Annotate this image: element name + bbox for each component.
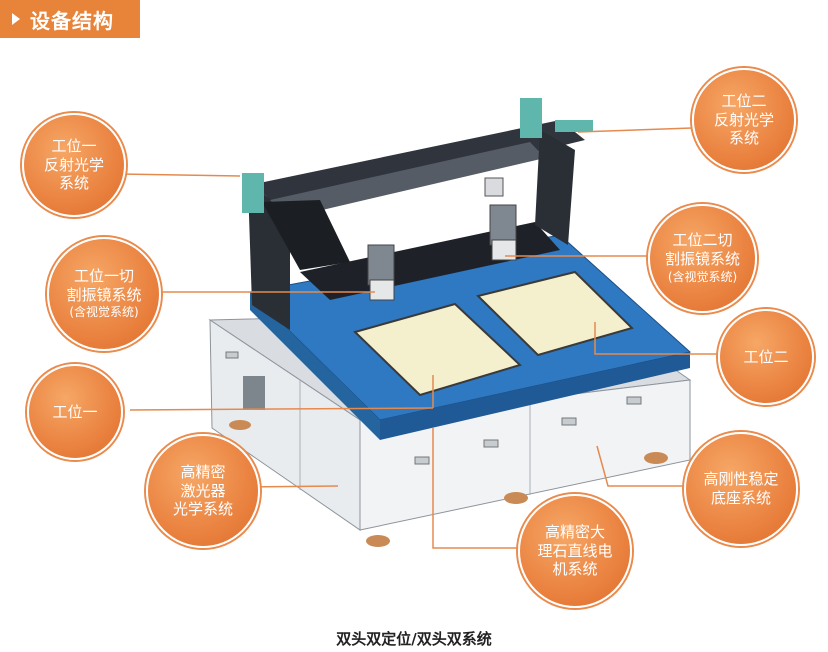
- callout-station1: 工位一: [27, 364, 123, 460]
- callout-label: 工位二 反射光学 系统: [713, 91, 774, 148]
- callout-station2-reflective-optics: 工位二 反射光学 系统: [692, 68, 796, 172]
- section-header: 设备结构: [0, 0, 140, 38]
- teal-mount-left: [242, 173, 264, 213]
- scan-head-1: [367, 244, 395, 286]
- work-plate-station1: [353, 302, 522, 397]
- callout-note: (含视觉系统): [667, 269, 738, 284]
- callout-label: 高刚性稳定 底座系统: [703, 470, 779, 507]
- callout-label: 高精密 激光器 光学系统: [172, 462, 233, 519]
- figure-caption: 双头双定位/双头双系统: [336, 630, 492, 648]
- callout-label: 工位二切 割振镜系统: [664, 231, 740, 269]
- scan-head-2: [489, 204, 517, 246]
- triangle-icon: [12, 13, 20, 25]
- callout-rigid-base: 高刚性稳定 底座系统: [684, 432, 798, 546]
- callout-label: 高精密大 理石直线电 机系统: [537, 522, 613, 579]
- gantry-right-column: [535, 130, 575, 245]
- callout-label: 工位一 反射光学 系统: [43, 136, 104, 193]
- work-plate-station2: [476, 270, 634, 357]
- callout-laser-optics: 高精密 激光器 光学系统: [146, 434, 260, 548]
- callout-label: 工位二: [743, 347, 789, 366]
- callout-label: 工位一切 割振镜系统: [66, 266, 142, 304]
- vent-grille: [243, 376, 265, 410]
- callout-station2-galvo-scanner: 工位二切 割振镜系统 (含视觉系统): [648, 204, 757, 313]
- callout-station2: 工位二: [718, 309, 814, 405]
- callout-station1-galvo-scanner: 工位一切 割振镜系统 (含视觉系统): [47, 237, 161, 351]
- section-title: 设备结构: [30, 8, 114, 33]
- callout-station1-reflective-optics: 工位一 反射光学 系统: [22, 113, 126, 217]
- callout-granite-linear-motor: 高精密大 理石直线电 机系统: [518, 494, 632, 608]
- teal-mount-right: [520, 98, 542, 138]
- callout-label: 工位一: [52, 402, 98, 421]
- callout-note: (含视觉系统): [69, 305, 139, 320]
